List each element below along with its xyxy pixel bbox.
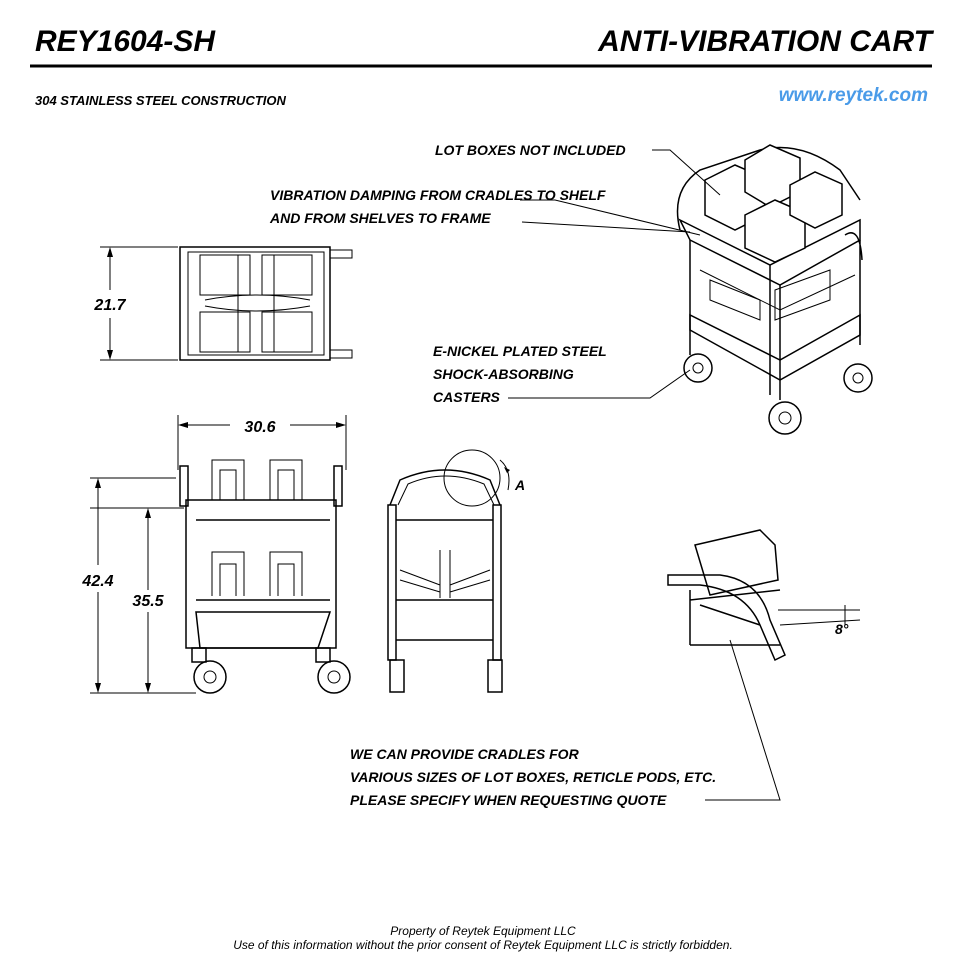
isometric-view xyxy=(676,144,873,435)
tilt-angle-dimension: 8° xyxy=(835,621,849,637)
top-view xyxy=(100,246,353,361)
detail-a-view xyxy=(667,529,861,662)
callout-damping-1: VIBRATION DAMPING FROM CRADLES TO SHELF xyxy=(270,187,606,203)
overall-height-dimension: 42.4 xyxy=(81,573,113,590)
callout-damping-2: AND FROM SHELVES TO FRAME xyxy=(269,210,491,226)
drawing-title: ANTI-VIBRATION CART xyxy=(597,25,935,58)
callout-casters-2: SHOCK-ABSORBING xyxy=(433,366,574,382)
footer-property: Property of Reytek Equipment LLC xyxy=(390,924,576,938)
shelf-height-dimension: 35.5 xyxy=(132,593,164,610)
footer-disclaimer: Use of this information without the prio… xyxy=(233,938,733,952)
material-note: 304 STAINLESS STEEL CONSTRUCTION xyxy=(35,93,287,108)
side-view xyxy=(387,449,510,693)
callout-lot-boxes: LOT BOXES NOT INCLUDED xyxy=(435,142,626,158)
leader-lines xyxy=(508,149,781,801)
callout-cradles-1: WE CAN PROVIDE CRADLES FOR xyxy=(350,746,580,762)
callout-cradles-2: VARIOUS SIZES OF LOT BOXES, RETICLE PODS… xyxy=(350,769,716,785)
front-view xyxy=(90,415,351,694)
callout-casters-3: CASTERS xyxy=(433,389,501,405)
callout-casters-1: E-NICKEL PLATED STEEL xyxy=(433,343,607,359)
width-dimension: 30.6 xyxy=(244,419,275,436)
website-link[interactable]: www.reytek.com xyxy=(779,85,928,106)
detail-a-label: A xyxy=(514,477,525,493)
depth-dimension: 21.7 xyxy=(93,297,126,314)
part-number: REY1604-SH xyxy=(35,25,216,58)
callout-cradles-3: PLEASE SPECIFY WHEN REQUESTING QUOTE xyxy=(350,792,667,808)
